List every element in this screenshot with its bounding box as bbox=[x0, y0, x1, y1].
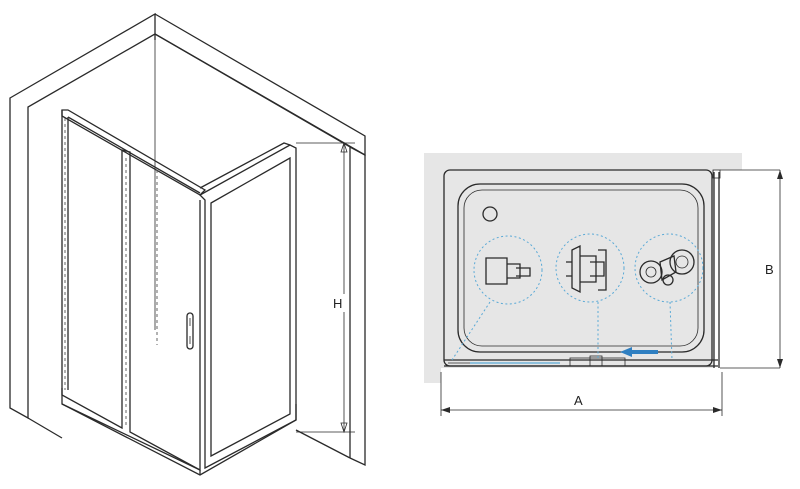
isometric-view: H bbox=[9, 12, 366, 476]
width-dimension-line bbox=[440, 372, 723, 416]
door-handle bbox=[186, 312, 194, 350]
height-dimension-line bbox=[296, 142, 355, 433]
roller-detail bbox=[634, 233, 704, 361]
clamp-icon bbox=[566, 244, 607, 294]
height-label: H bbox=[333, 296, 342, 311]
slide-direction-arrow bbox=[620, 347, 658, 357]
left-wall bbox=[9, 12, 156, 420]
front-fixed-panel bbox=[61, 110, 123, 430]
depth-label: B bbox=[765, 262, 774, 277]
top-rail bbox=[61, 109, 207, 196]
glass-clamp-detail bbox=[555, 233, 625, 360]
side-panel bbox=[198, 144, 297, 470]
sliding-door bbox=[121, 149, 201, 472]
side-glass-top bbox=[713, 172, 720, 368]
shower-tray bbox=[61, 388, 297, 476]
drain-icon bbox=[482, 206, 498, 222]
width-label: A bbox=[574, 393, 583, 408]
wall-background bbox=[424, 153, 742, 368]
wall-profile-detail bbox=[451, 235, 543, 361]
wall-bracket-icon bbox=[485, 257, 531, 285]
roller-wheel-icon bbox=[639, 249, 695, 286]
top-view: A B bbox=[424, 153, 783, 416]
right-wall bbox=[154, 34, 366, 467]
